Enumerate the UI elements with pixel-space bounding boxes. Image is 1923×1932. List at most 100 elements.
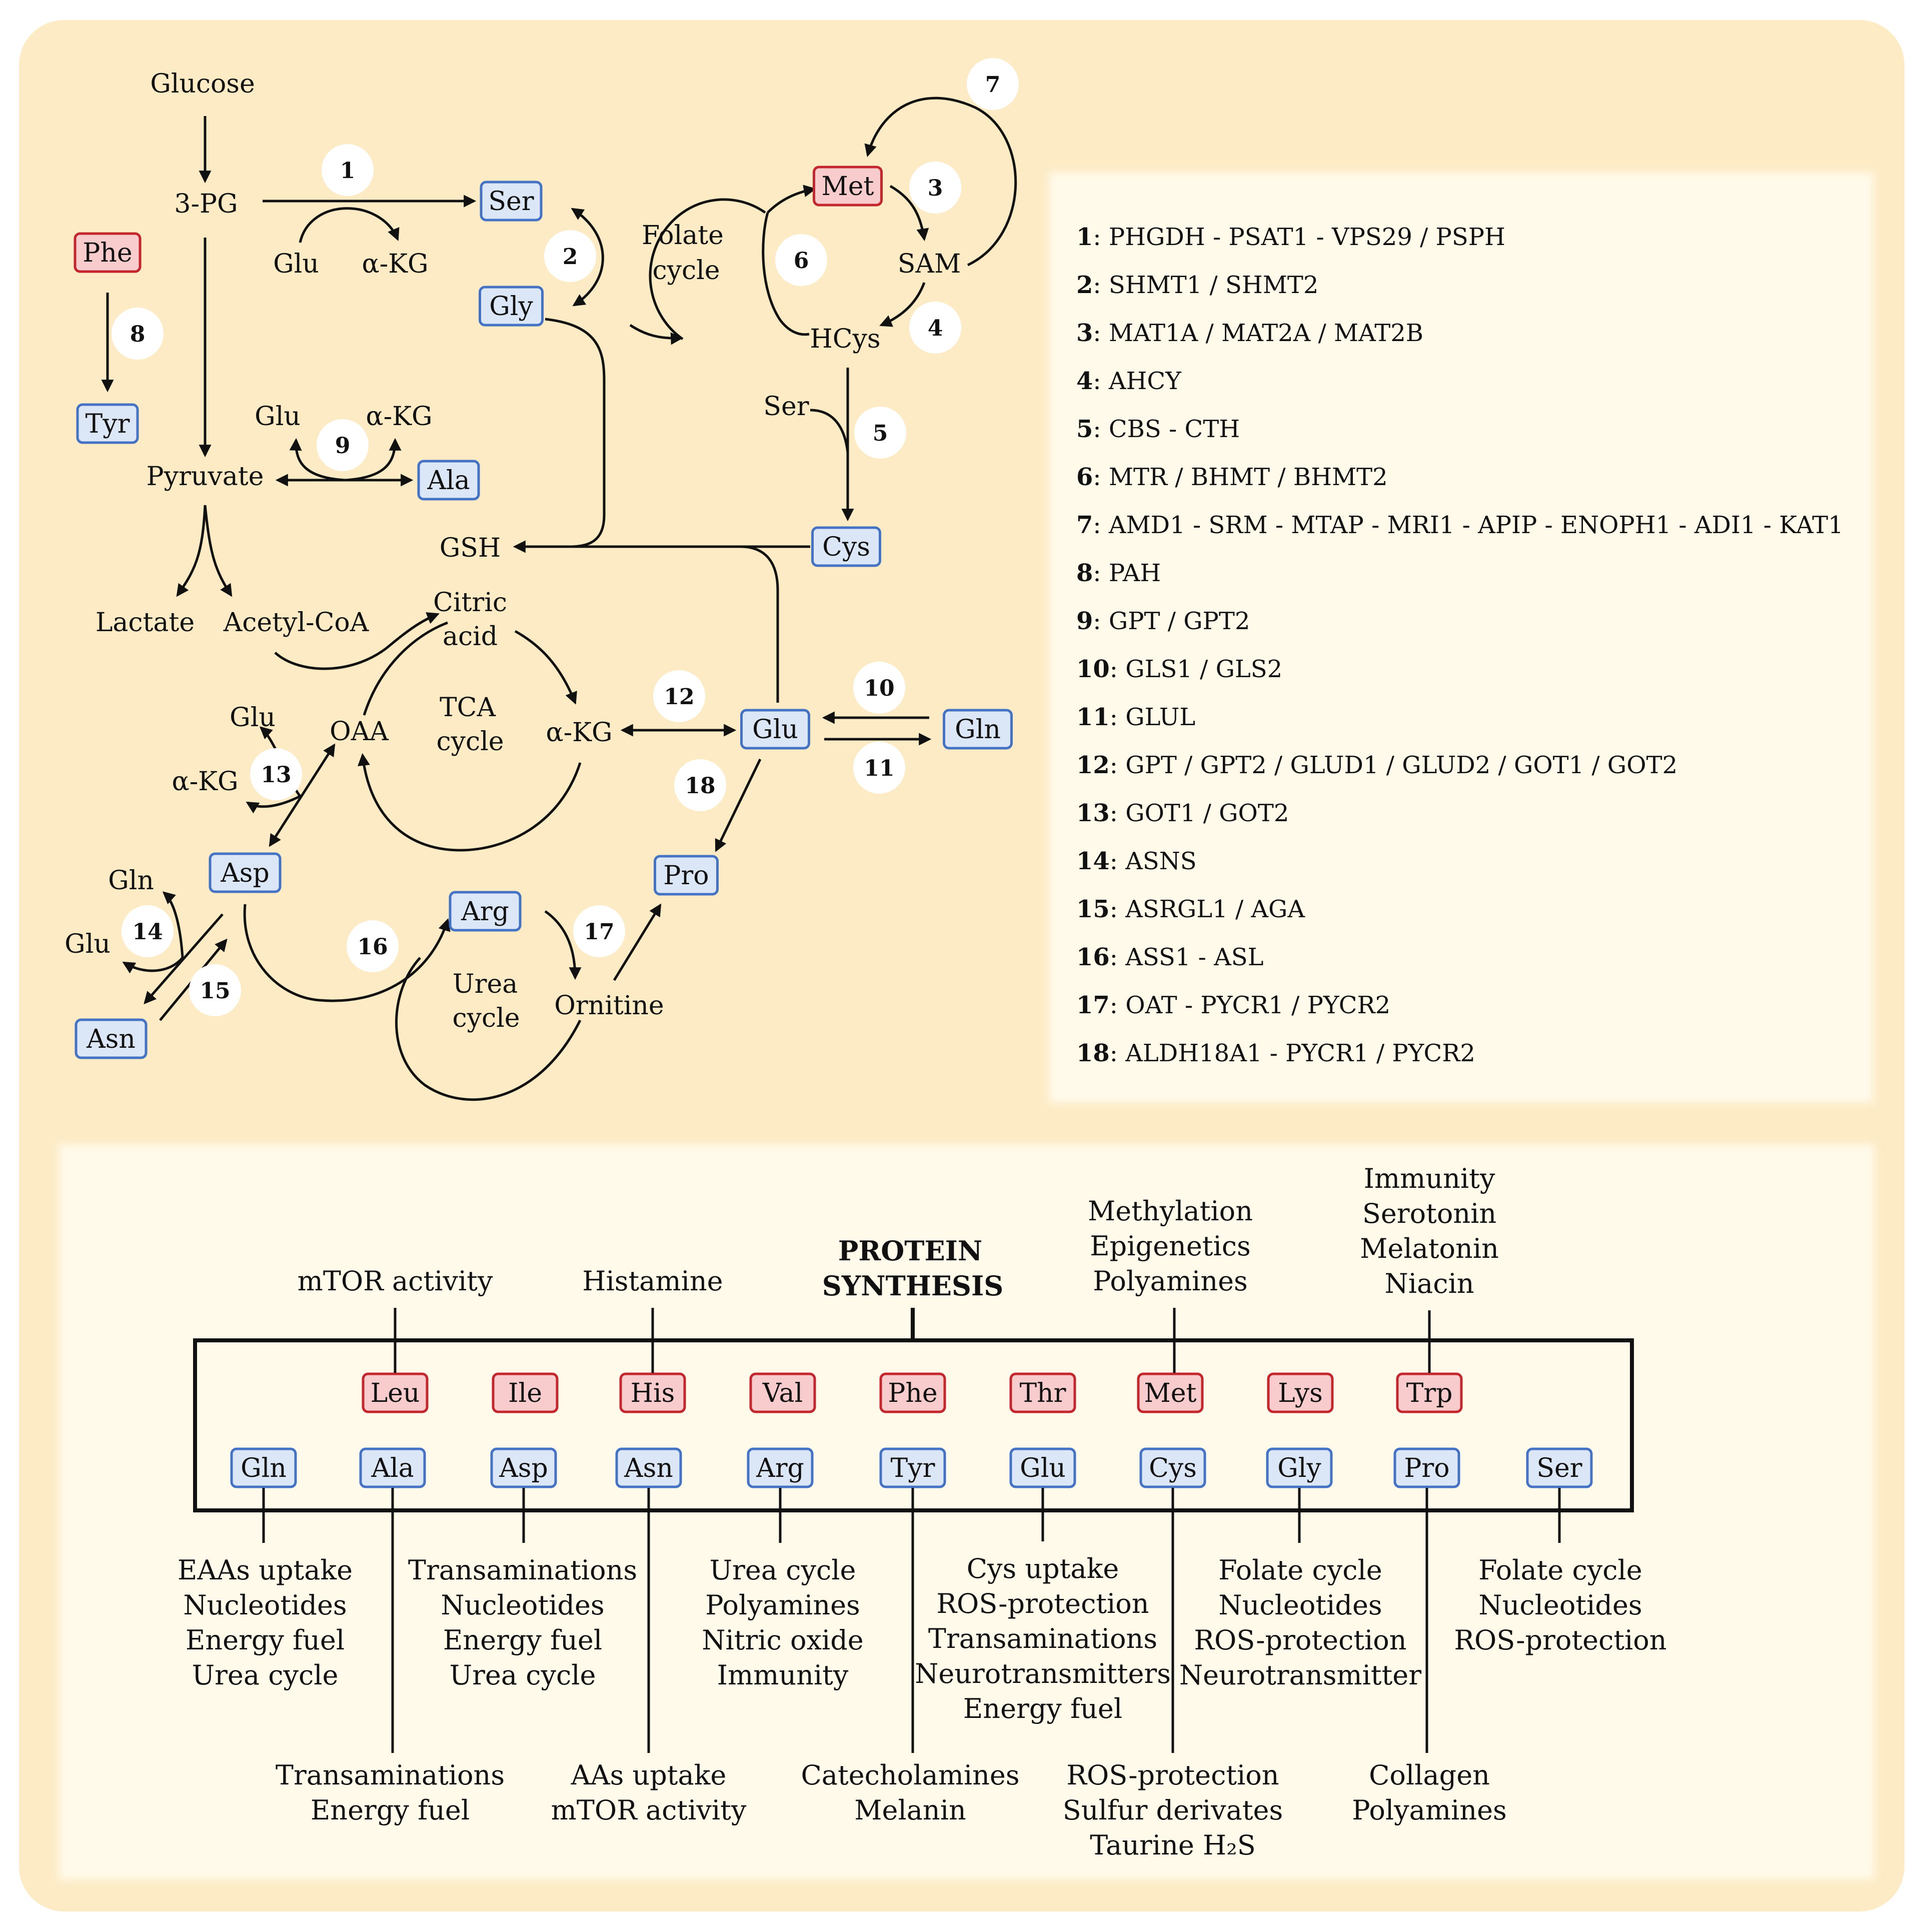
legend-item-number: 2 — [1076, 271, 1093, 299]
legend-item-number: 10 — [1076, 655, 1110, 683]
nonessential-asp-box-label: Asp — [499, 1453, 548, 1483]
gln-box-label: Gln — [955, 715, 1001, 745]
tyr-role-line: Catecholamines — [801, 1759, 1019, 1791]
legend-item-colon: : — [1110, 655, 1125, 683]
pg3-label: 3-PG — [174, 189, 238, 219]
urea-label-2: cycle — [452, 1003, 520, 1033]
reaction-18-marker-circle — [674, 759, 726, 811]
legend-item-colon: : — [1093, 559, 1108, 587]
pro-box-frame — [654, 855, 719, 896]
legend-item-colon: : — [1093, 511, 1108, 539]
reaction-14-marker-circle — [122, 905, 174, 957]
citric-label-1: Citric — [433, 588, 507, 618]
reaction-4-marker: 4 — [909, 302, 961, 354]
folate-label-2: cycle — [652, 256, 720, 286]
glu-role-line: ROS-protection — [936, 1588, 1149, 1619]
reaction-12-marker-label: 12 — [664, 684, 694, 710]
legend-item: 13: GOT1 / GOT2 — [1076, 799, 1289, 827]
asn-role-line: AAs uptake — [571, 1759, 727, 1791]
nonessential-ala-box: Ala — [359, 1447, 426, 1488]
legend-item-number: 18 — [1076, 1039, 1110, 1067]
legend-item: 10: GLS1 / GLS2 — [1076, 655, 1282, 683]
reaction-6-marker: 6 — [775, 234, 827, 286]
legend-item-number: 5 — [1076, 415, 1093, 443]
pro-box: Pro — [654, 855, 719, 896]
arg-role-line: Urea cycle — [710, 1554, 856, 1586]
legend-item-colon: : — [1093, 319, 1108, 347]
nonessential-arg-box-frame — [747, 1447, 814, 1488]
reaction-12-marker: 12 — [653, 670, 705, 722]
reaction-11-marker-label: 11 — [864, 756, 894, 781]
legend-item-text: GLUL — [1125, 703, 1195, 731]
reaction-13-marker: 13 — [250, 748, 302, 800]
phe-box-label: Phe — [83, 238, 132, 268]
gln-box: Gln — [943, 709, 1013, 750]
reaction-15-marker: 15 — [189, 964, 241, 1016]
legend-item-text: SHMT1 / SHMT2 — [1109, 271, 1319, 299]
glu-label-c: Glu — [230, 703, 276, 733]
essential-thr-box-label: Thr — [1019, 1378, 1066, 1408]
legend-item-number: 17 — [1076, 991, 1110, 1019]
tca-label-1: TCA — [440, 693, 496, 723]
arg-box-label: Arg — [461, 897, 509, 927]
cys-role-line: ROS-protection — [1066, 1759, 1279, 1791]
gly-box: Gly — [479, 286, 544, 327]
essential-met-box: Met — [1137, 1372, 1204, 1413]
glu-box-frame — [740, 709, 810, 750]
nonessential-cys-box: Cys — [1139, 1447, 1206, 1488]
essential-trp-box: Trp — [1396, 1372, 1463, 1413]
glu-role-line: Cys uptake — [967, 1553, 1119, 1584]
reaction-6-marker-circle — [775, 234, 827, 286]
ser-label: Ser — [763, 392, 809, 422]
legend-item-number: 7 — [1076, 511, 1093, 539]
legend-item: 7: AMD1 - SRM - MTAP - MRI1 - APIP - ENO… — [1076, 511, 1843, 539]
reaction-2-marker-circle — [544, 230, 596, 282]
met-box-label: Met — [822, 172, 874, 202]
essential-his-box-label: His — [631, 1378, 675, 1408]
tca-label-2: cycle — [436, 727, 504, 757]
reaction-17-marker-circle — [573, 905, 625, 957]
reaction-1-marker-label: 1 — [340, 158, 356, 184]
nonessential-ala-box-label: Ala — [371, 1453, 414, 1483]
legend-item-colon: : — [1110, 751, 1125, 779]
nonessential-ser-box-label: Ser — [1536, 1453, 1582, 1483]
glu-label-b: Glu — [255, 402, 301, 432]
legend-item-number: 12 — [1076, 751, 1110, 779]
trp-role-line: Niacin — [1384, 1268, 1474, 1299]
legend-item-text: ASNS — [1125, 847, 1196, 875]
glu-role-line: Neurotransmitters — [915, 1658, 1171, 1689]
legend-item-text: GOT1 / GOT2 — [1125, 799, 1289, 827]
legend-item-colon: : — [1110, 991, 1125, 1019]
asp-box-label: Asp — [220, 858, 270, 888]
legend-item-colon: : — [1093, 367, 1108, 395]
reaction-4-marker-label: 4 — [928, 316, 943, 341]
reaction-10-marker-circle — [853, 662, 905, 714]
essential-phe-box-label: Phe — [888, 1378, 937, 1408]
legend-item: 12: GPT / GPT2 / GLUD1 / GLUD2 / GOT1 / … — [1076, 751, 1677, 779]
nonessential-glu-box-frame — [1009, 1447, 1076, 1488]
legend-item-colon: : — [1093, 463, 1108, 491]
ser-box-frame — [480, 181, 543, 222]
met-role-line: Epigenetics — [1090, 1230, 1250, 1262]
essential-leu-box-frame — [362, 1372, 429, 1413]
akg-label-c: α-KG — [546, 718, 612, 748]
reaction-7-marker: 7 — [967, 58, 1019, 110]
reaction-5-marker: 5 — [854, 407, 906, 459]
gln-label: Gln — [108, 866, 154, 896]
asn-box-frame — [75, 1018, 148, 1059]
tyr-box-frame — [76, 403, 139, 444]
legend-item: 2: SHMT1 / SHMT2 — [1076, 271, 1318, 299]
ala-box: Ala — [417, 460, 480, 501]
essential-met-box-frame — [1137, 1372, 1204, 1413]
essential-trp-box-frame — [1396, 1372, 1463, 1413]
reaction-9-marker-label: 9 — [335, 433, 351, 459]
gly-role-line: ROS-protection — [1194, 1624, 1406, 1656]
legend-item-number: 9 — [1076, 607, 1093, 635]
tyr-box: Tyr — [76, 403, 139, 444]
akg-label-b: α-KG — [366, 402, 432, 432]
arg-box: Arg — [449, 891, 522, 932]
asp-role-line: Transaminations — [408, 1554, 637, 1586]
reaction-12-marker-circle — [653, 670, 705, 722]
